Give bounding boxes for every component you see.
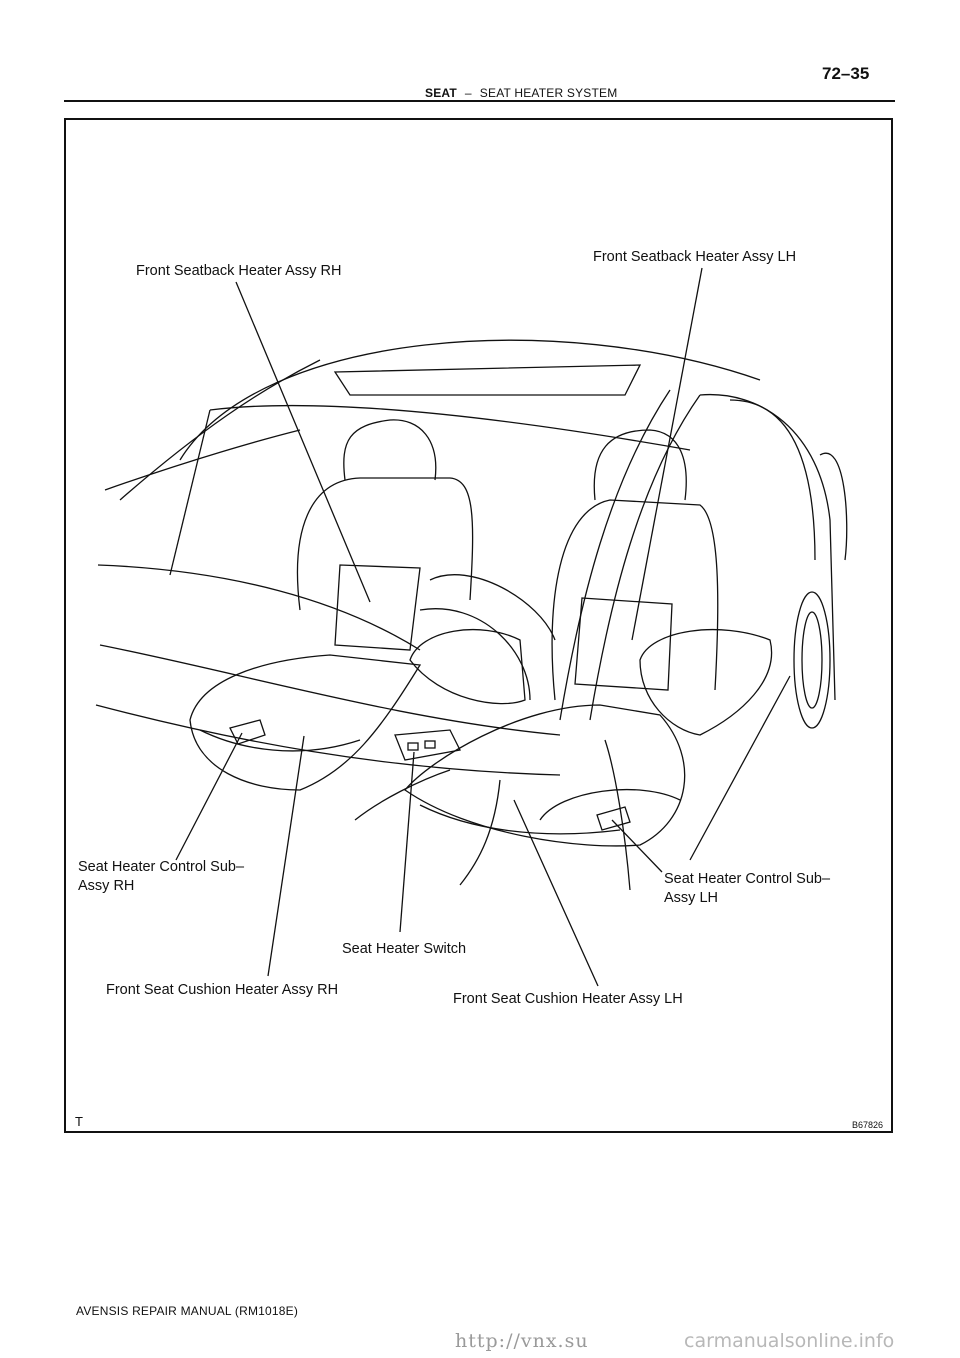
lh-cushion-edge (419, 804, 621, 835)
lh-control-module (596, 806, 631, 831)
watermark-link[interactable]: http://vnx.su (455, 1330, 589, 1352)
callout-front-seat-cushion-heater-lh: Front Seat Cushion Heater Assy LH (453, 991, 683, 1007)
dash-line-upper (97, 564, 421, 651)
lh-cushion (404, 704, 686, 847)
steering-wheel (419, 608, 531, 701)
roof-rear-edge (119, 359, 321, 501)
lh-seatback (551, 499, 719, 701)
callout-front-seat-cushion-heater-rh: Front Seat Cushion Heater Assy RH (106, 982, 339, 998)
subsection-name: SEAT HEATER SYSTEM (479, 86, 618, 100)
seat-heater-switch-panel (394, 729, 461, 761)
leader-control-rh (175, 732, 243, 861)
windshield-top (209, 404, 691, 451)
steering-wheel-top (429, 574, 556, 641)
roof-outline (179, 339, 761, 461)
figure-frame (64, 118, 893, 1133)
leader-cushion-lh (513, 799, 599, 987)
leader-control-lh (611, 819, 663, 873)
figure-corner-mark: T (75, 1114, 83, 1129)
callout-seat-heater-control-lh: Seat Heater Control Sub– Assy LH (664, 871, 831, 906)
lh-headrest (593, 429, 687, 501)
callout-front-seatback-heater-lh: Front Seatback Heater Assy LH (593, 249, 797, 265)
header-rule (64, 100, 895, 102)
leader-switch (399, 751, 415, 933)
rh-seatback (296, 477, 474, 611)
leader-cushion-rh (267, 735, 305, 977)
leader-seatback-lh (631, 267, 703, 641)
rear-pillar (819, 452, 848, 561)
leader-seatback-rh (235, 281, 371, 603)
manual-footer: AVENSIS REPAIR MANUAL (RM1018E) (76, 1304, 299, 1318)
dash-line-mid (99, 644, 561, 736)
sunroof (333, 364, 642, 396)
floor-line-2 (459, 779, 501, 886)
lh-cushion-front (539, 789, 681, 821)
windshield-left-edge (169, 409, 211, 576)
lh-seatback-heater (574, 597, 673, 691)
rh-control-module (229, 719, 266, 745)
callout-front-seatback-heater-rh: Front Seatback Heater Assy RH (136, 263, 342, 279)
section-title: SEAT–SEAT HEATER SYSTEM (425, 86, 617, 100)
sill-line (689, 675, 791, 861)
rh-seatback-heater (334, 564, 421, 651)
figure-code: B67826 (852, 1120, 884, 1130)
page-number: 72–35 (822, 64, 870, 83)
switch-button-left (407, 742, 419, 751)
a-pillar (559, 389, 671, 721)
rear-door-window (729, 399, 816, 561)
door-frame (699, 393, 836, 701)
rh-headrest (343, 419, 437, 481)
rh-cushion-edge (199, 729, 361, 752)
rear-wheel (793, 591, 831, 729)
rh-cushion (189, 654, 422, 791)
hood-line (104, 429, 301, 491)
floor-line-3 (604, 739, 631, 891)
callout-seat-heater-switch: Seat Heater Switch (342, 941, 467, 957)
floor-line-1 (354, 769, 451, 821)
watermark-site: carmanualsonline.info (684, 1330, 895, 1352)
switch-button-right (424, 740, 436, 749)
lh-headrest-front (639, 629, 773, 736)
center-armrest (409, 628, 526, 705)
title-separator: – (464, 86, 472, 100)
a-pillar-inner (589, 394, 701, 721)
callout-seat-heater-control-rh: Seat Heater Control Sub– Assy RH (78, 859, 245, 894)
section-name: SEAT (425, 86, 457, 100)
dash-line-lower (95, 704, 561, 776)
rear-wheel-hub (801, 611, 823, 709)
